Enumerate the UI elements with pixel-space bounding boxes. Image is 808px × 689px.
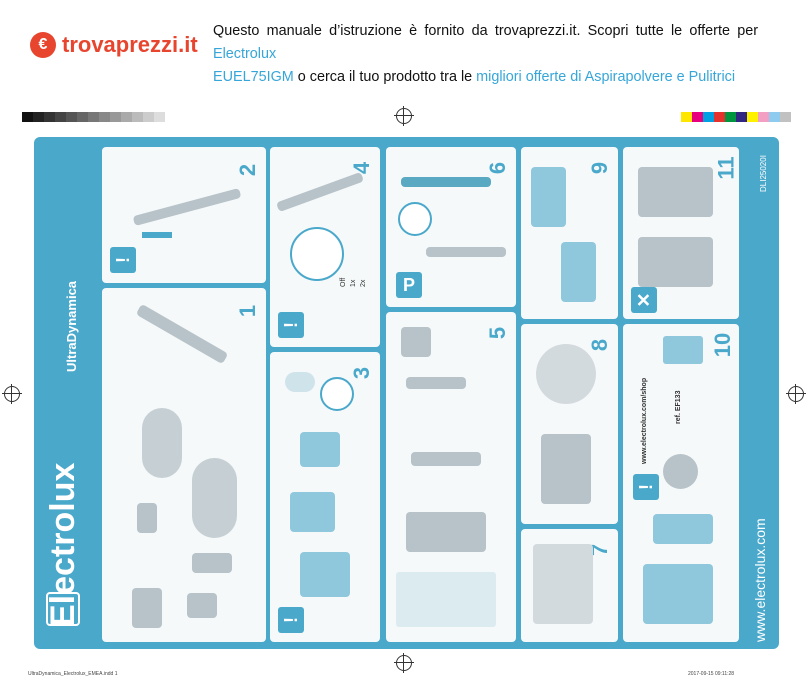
vacuum-handle-icon xyxy=(132,187,242,227)
filter-check-icon xyxy=(320,377,354,411)
step-number: 3 xyxy=(349,366,375,380)
step-number: 8 xyxy=(587,338,613,352)
floor-nozzle-icon xyxy=(192,553,232,573)
doc-code: DLI25020I xyxy=(759,155,768,192)
registration-mark xyxy=(394,653,414,673)
info-icon: ! xyxy=(633,474,659,500)
battery-icon xyxy=(638,167,713,217)
battery-icon xyxy=(638,237,713,287)
filter-holder-icon xyxy=(531,167,566,227)
hose-icon xyxy=(142,408,182,478)
website: www.electrolux.com xyxy=(752,518,768,642)
step-number: 11 xyxy=(713,156,739,180)
step-number: 4 xyxy=(349,161,375,175)
dust-container-icon xyxy=(300,432,340,467)
vacuum-parked-icon xyxy=(401,177,491,187)
info-icon: ! xyxy=(110,247,136,273)
step-number: 2 xyxy=(235,163,261,177)
step-panel-11: 11 ✕ xyxy=(623,147,739,319)
arrow-icon xyxy=(142,232,172,238)
step-panel-10: 10 ref. EF133 www.electrolux.com/shop ! xyxy=(623,324,739,642)
no-water-icon xyxy=(401,327,431,357)
nozzle-icon xyxy=(137,503,157,533)
wrench-icon: ✕ xyxy=(631,287,657,313)
filter-icon xyxy=(663,336,703,364)
registration-mark xyxy=(786,384,806,404)
model-link[interactable]: EUEL75IGM xyxy=(213,69,294,85)
hose-icon xyxy=(536,344,596,404)
vacuum-icon xyxy=(426,247,506,257)
radiator-icon xyxy=(533,544,593,624)
switch-2x-label: 2x xyxy=(360,279,367,287)
step-number: 1 xyxy=(235,304,261,318)
warning-icon: ! xyxy=(278,312,304,338)
step-number: 6 xyxy=(485,161,511,175)
electrolux-logo-icon xyxy=(46,592,80,626)
flexible-hose-icon xyxy=(192,458,237,538)
trovaprezzi-logo[interactable]: € trovaprezzi.it xyxy=(30,32,198,58)
nozzle-clean-icon xyxy=(406,512,486,552)
filter-icon xyxy=(653,514,713,544)
step-panel-3: 3 ! xyxy=(270,352,380,642)
quick-start-sheet: UltraDynamica Electrolux www.electrolux.… xyxy=(34,137,779,649)
euro-tag-icon: € xyxy=(30,32,56,58)
header-line2: o cerca il tuo prodotto tra le xyxy=(293,69,477,85)
cmyk-bar xyxy=(681,112,791,122)
step-panel-6: 6 P xyxy=(386,147,516,307)
charging-icon xyxy=(398,202,432,236)
product-name: UltraDynamica xyxy=(64,280,79,372)
filter-ref: ref. EF133 xyxy=(675,390,682,424)
step-panel-2: 2 ! xyxy=(102,147,266,283)
registration-mark xyxy=(394,106,414,126)
switch-detail-icon xyxy=(290,227,344,281)
floor-types-icon xyxy=(396,572,496,627)
filter-holder-icon xyxy=(561,242,596,302)
vacuum-handle-icon xyxy=(276,171,364,213)
switch-off-label: Off xyxy=(340,277,347,287)
shop-url[interactable]: www.electrolux.com/shop xyxy=(641,377,648,464)
step-panel-7: 7 xyxy=(521,529,618,642)
parking-icon: P xyxy=(396,272,422,298)
accessory-icon xyxy=(132,588,162,628)
vacuum-body-icon xyxy=(135,303,229,365)
step-number: 9 xyxy=(587,161,613,175)
warning-icon: ! xyxy=(278,607,304,633)
filter-icon xyxy=(285,372,315,392)
category-link[interactable]: migliori offerte di Aspirapolvere e Puli… xyxy=(476,69,736,85)
step-number: 5 xyxy=(485,326,511,340)
tap-water-icon xyxy=(663,454,698,489)
step-number: 10 xyxy=(710,332,736,358)
header-line1: Questo manuale d’istruzione è fornito da… xyxy=(213,23,758,39)
registration-mark xyxy=(2,384,22,404)
switch-1x-label: 1x xyxy=(350,279,357,287)
header-text: Questo manuale d’istruzione è fornito da… xyxy=(213,20,758,89)
floor-nozzle-icon xyxy=(411,452,481,466)
brush-roll-icon xyxy=(406,377,466,389)
dust-container-icon xyxy=(290,492,335,532)
turbo-brush-icon xyxy=(187,593,217,618)
step-panel-8: 8 xyxy=(521,324,618,524)
brand-link[interactable]: Electrolux xyxy=(213,46,277,62)
step-panel-1: 1 xyxy=(102,288,266,642)
step-panel-5: 5 xyxy=(386,312,516,642)
footer-timestamp: 2017-09-15 09:11:28 xyxy=(688,671,735,677)
dust-container-icon xyxy=(643,564,713,624)
dust-container-icon xyxy=(300,552,350,597)
grayscale-bar xyxy=(22,112,165,122)
footer-file: UltraDynamica_Electrolux_EMEA.indd 1 xyxy=(28,671,118,677)
step-panel-9: 9 xyxy=(521,147,618,319)
logo-text: trovaprezzi.it xyxy=(62,32,198,57)
handle-detail-icon xyxy=(541,434,591,504)
step-panel-4: 4 Off 1x 2x ! xyxy=(270,147,380,347)
